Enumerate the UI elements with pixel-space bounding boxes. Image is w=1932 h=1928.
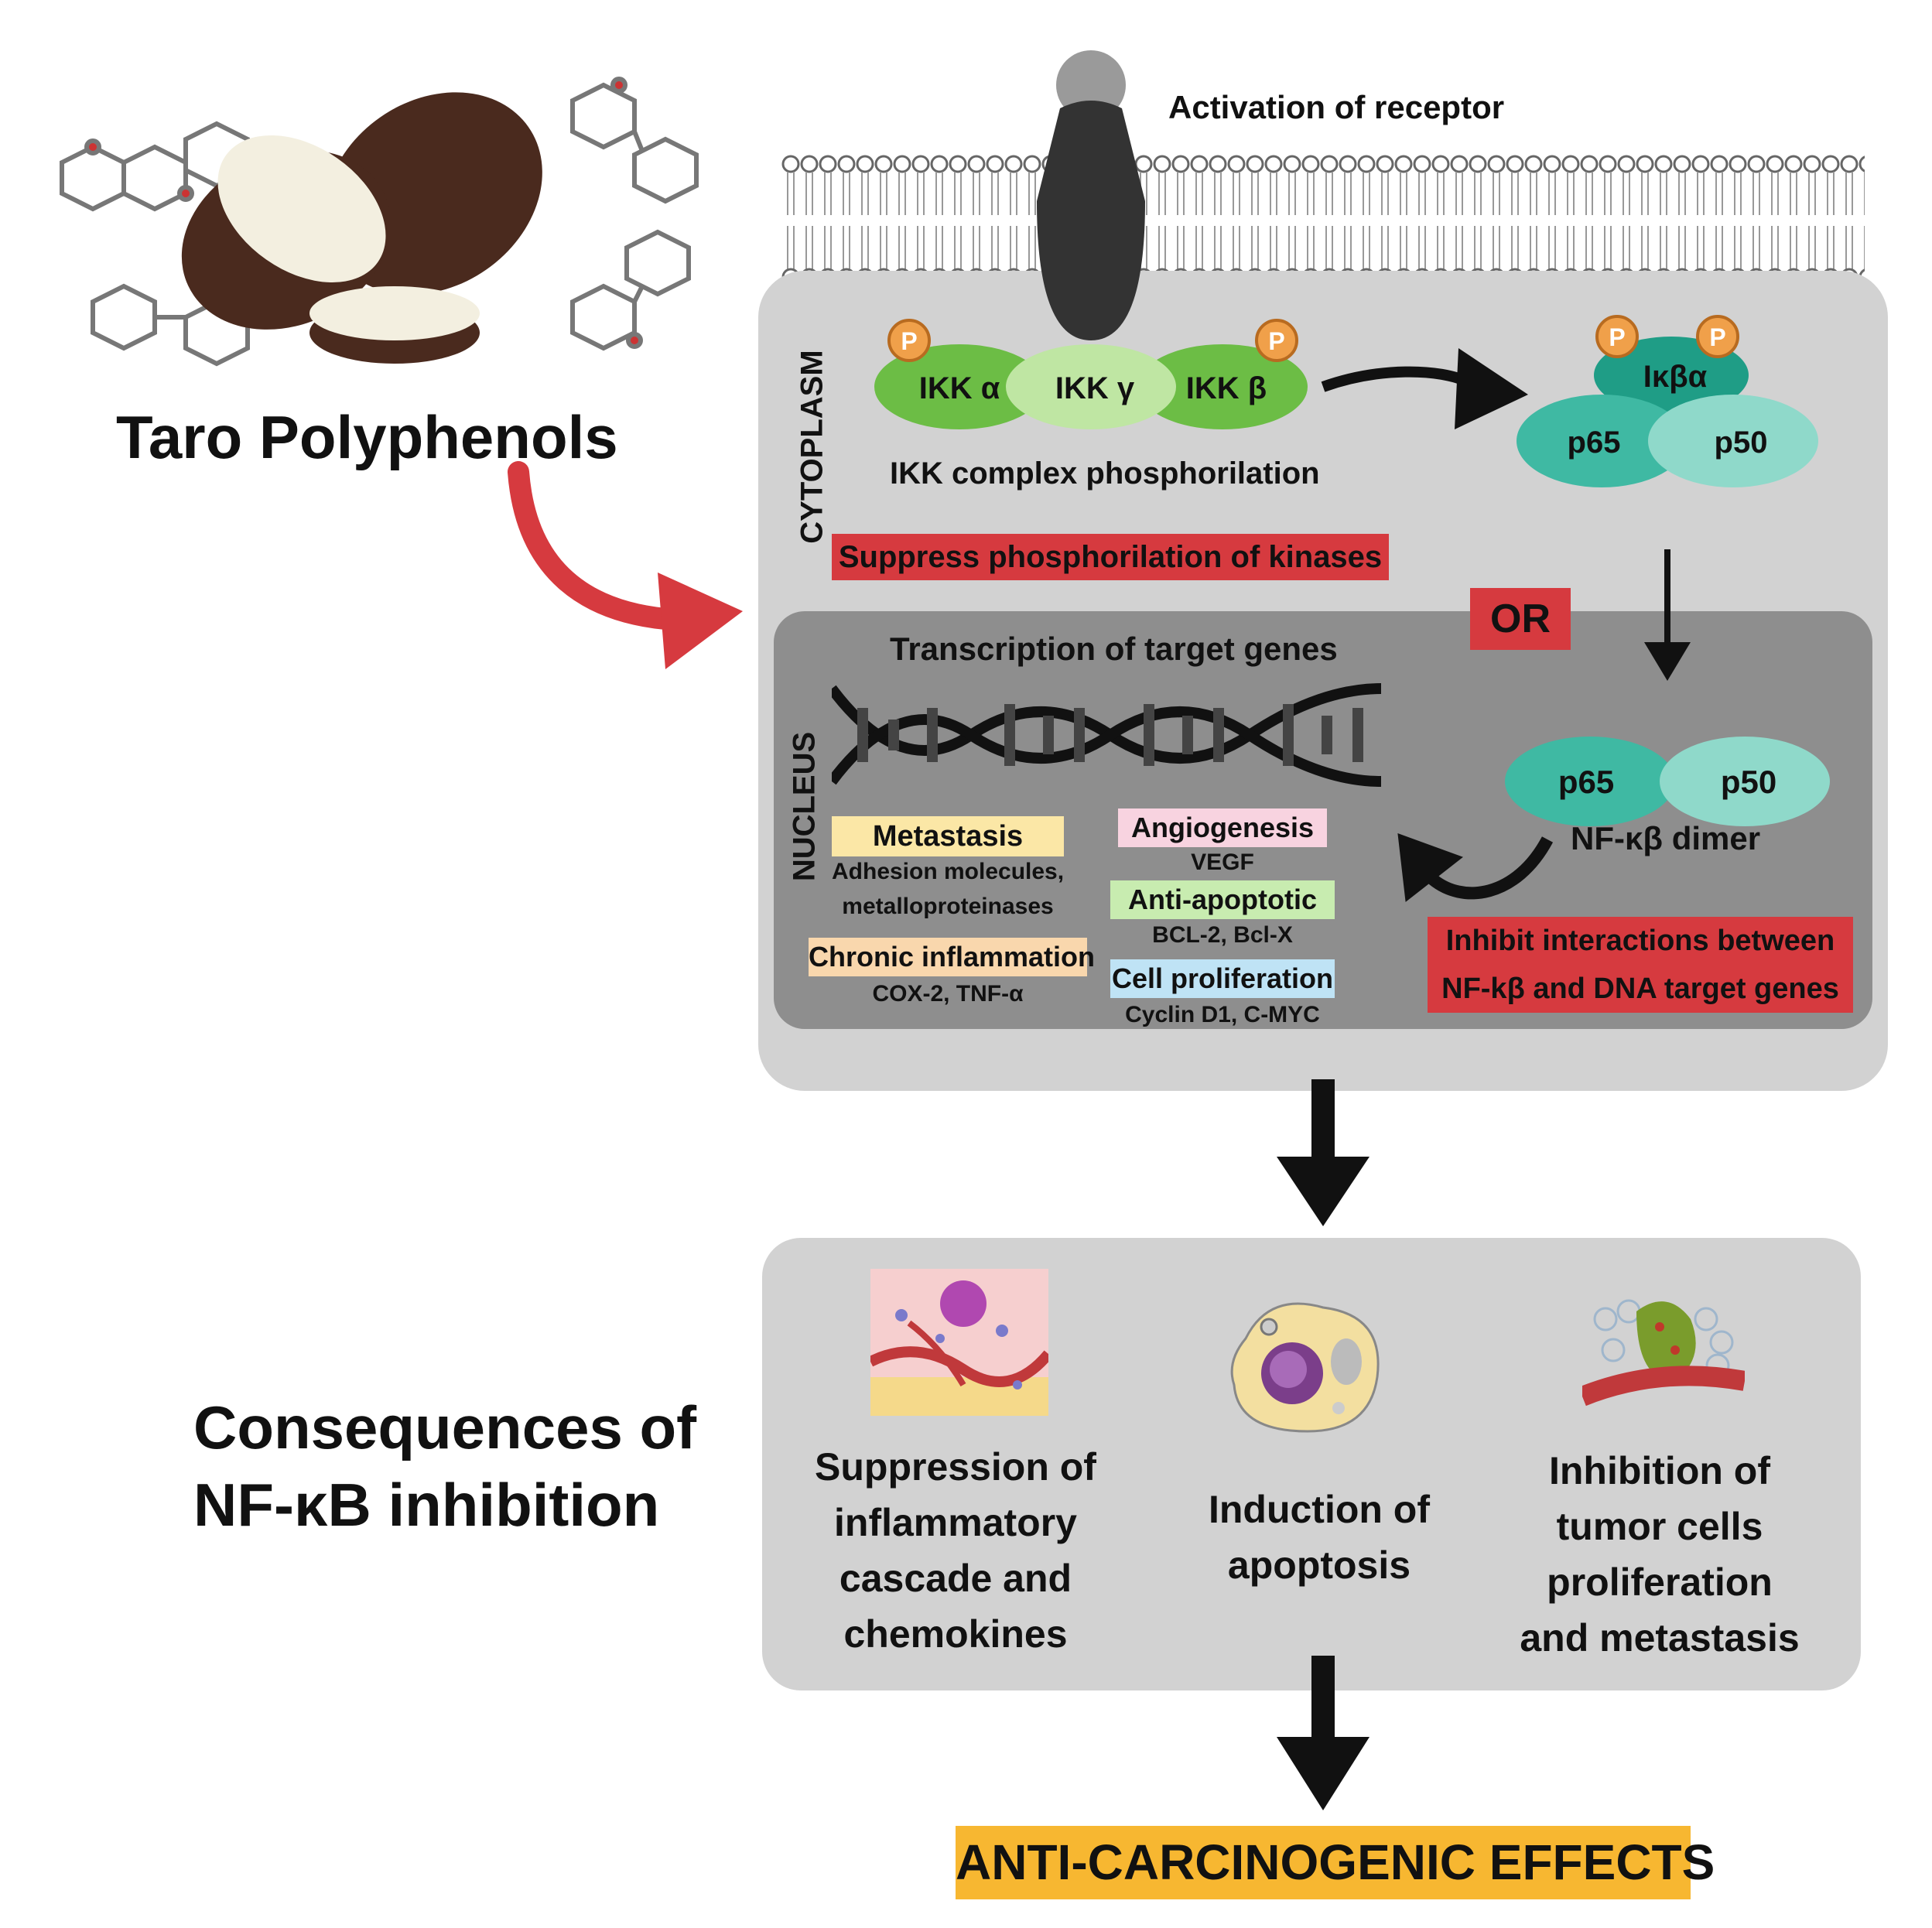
dna-helix-icon [832, 683, 1381, 787]
consequence-line: chemokines [843, 1612, 1068, 1656]
dimer-caption: NF-κβ dimer [1571, 820, 1761, 856]
inhibit-label-line1: Inhibit interactions between [1428, 917, 1853, 965]
suppress-label: Suppress phosphorilation of kinases [832, 534, 1389, 580]
consequence-inflammation: Suppression of inflammatory cascade and … [805, 1439, 1106, 1662]
receptor-icon [1037, 50, 1145, 340]
big-down-arrow [1277, 1079, 1369, 1226]
consequence-line: inflammatory [834, 1501, 1077, 1544]
curved-arrow-left [1397, 833, 1554, 902]
consequence-line: tumor cells [1556, 1505, 1763, 1548]
nfkb-dimer: p65 p50 [1505, 737, 1830, 826]
nucleus-label: NUCLEUS [787, 731, 822, 882]
consequence-line: Induction of [1208, 1488, 1431, 1531]
consequence-apoptosis: Induction of apoptosis [1176, 1482, 1462, 1593]
ikk-complex: P P IKK α IKK γ IKK β [874, 319, 1308, 429]
proliferation-tag: Cell proliferation [1110, 959, 1335, 998]
cell-membrane [781, 155, 1865, 286]
dimer-p50-label: p50 [1721, 764, 1776, 800]
anti-apoptotic-detail: BCL-2, Bcl-X [1152, 922, 1293, 948]
consequence-line: apoptosis [1227, 1543, 1411, 1587]
final-effect-label: ANTI-CARCINOGENIC EFFECTS [956, 1826, 1715, 1899]
receptor-label: Activation of receptor [1168, 89, 1505, 125]
curved-arrow-right [1321, 348, 1528, 429]
phospho-marker: P [1268, 327, 1284, 355]
inflammation-tag: Chronic inflammation [809, 938, 1095, 976]
inhibit-label-line2: NF-kβ and DNA target genes [1428, 965, 1853, 1013]
ikba-label: Iκβα [1643, 360, 1708, 394]
phospho-marker: P [1609, 323, 1625, 351]
phospho-marker: P [901, 327, 917, 355]
consequence-proliferation: Inhibition of tumor cells proliferation … [1505, 1443, 1814, 1666]
or-label: OR [1470, 588, 1571, 650]
angiogenesis-tag: Angiogenesis [1118, 808, 1327, 847]
phospho-icon [1595, 315, 1639, 358]
consequence-line: proliferation [1547, 1561, 1773, 1604]
source-title: Taro Polyphenols [116, 403, 618, 471]
proliferation-detail: Cyclin D1, C-MYC [1125, 1002, 1320, 1027]
consequence-line: cascade and [839, 1557, 1072, 1600]
ikk-caption: IKK complex phosphorilation [890, 456, 1320, 491]
phospho-icon [1696, 315, 1739, 358]
tumor-vessel-icon [1582, 1299, 1745, 1407]
ikba-complex: P P Iκβα p65 p50 [1517, 315, 1818, 487]
phospho-marker: P [1709, 323, 1725, 351]
dimer-p65-label: p65 [1558, 764, 1614, 800]
taro-corm-icon [181, 92, 542, 364]
consequences-title-line1: Consequences of [193, 1393, 697, 1461]
consequence-line: and metastasis [1520, 1616, 1800, 1660]
molecule-structure-right [570, 77, 699, 351]
ikk-beta: IKK β [1186, 371, 1267, 405]
inflammation-detail: COX-2, TNF-α [872, 981, 1024, 1007]
tissue-inflammation-icon [870, 1269, 1048, 1416]
apoptotic-cell-icon [1230, 1302, 1380, 1433]
taro-illustration [60, 77, 699, 367]
cytoplasm-label: CYTOPLASM [795, 350, 829, 544]
ikk-alpha: IKK α [919, 371, 1000, 405]
p50-label: p50 [1715, 426, 1768, 460]
p65-label: p65 [1568, 426, 1621, 460]
phospho-icon [1255, 319, 1298, 362]
metastasis-detail-1: Adhesion molecules, [832, 859, 1065, 884]
red-curved-arrow [508, 461, 743, 669]
anti-apoptotic-tag: Anti-apoptotic [1110, 880, 1335, 919]
phospho-icon [887, 319, 931, 362]
down-arrow [1644, 549, 1691, 681]
consequence-line: Suppression of [815, 1445, 1096, 1489]
metastasis-tag: Metastasis [832, 816, 1064, 856]
angiogenesis-detail: VEGF [1191, 849, 1254, 875]
final-down-arrow [1277, 1656, 1369, 1810]
ikk-gamma: IKK γ [1055, 371, 1135, 405]
consequences-title-line2: NF-κB inhibition [193, 1471, 660, 1539]
transcription-label: Transcription of target genes [890, 631, 1338, 667]
consequence-line: Inhibition of [1548, 1449, 1770, 1492]
metastasis-detail-2: metalloproteinases [842, 894, 1054, 919]
